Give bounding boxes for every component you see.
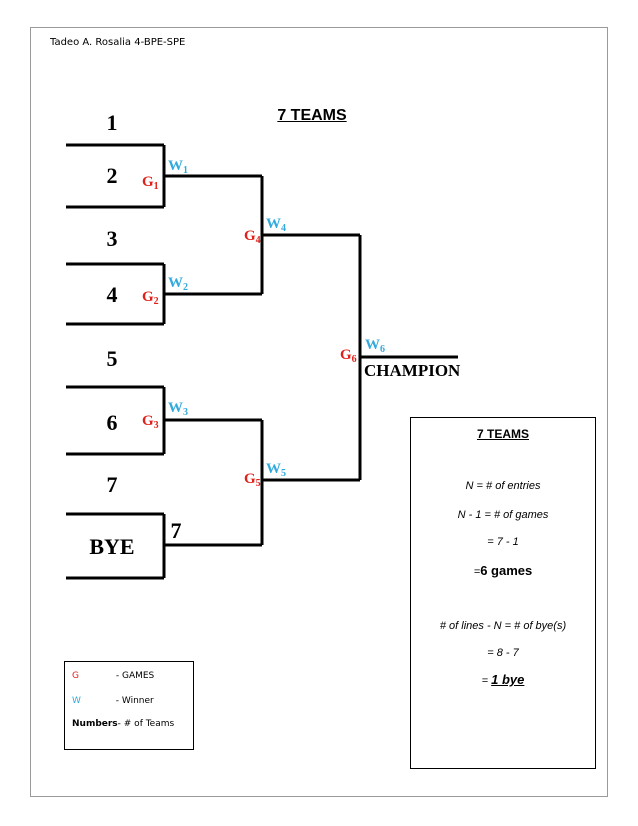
- game-label-g4: G4: [244, 228, 261, 246]
- formula-games-calc: = 7 - 1: [487, 536, 519, 548]
- winner-label-w3: W3: [168, 400, 188, 418]
- page-title: 7 TEAMS: [277, 107, 347, 124]
- seed-bye: BYE: [89, 534, 134, 559]
- seed-4: 4: [107, 282, 118, 307]
- winner-label-w4: W4: [266, 216, 286, 234]
- legend-key-g: G: [72, 671, 79, 681]
- legend-row-games: G - GAMES: [72, 671, 154, 681]
- seed-6: 6: [107, 410, 118, 435]
- formula-byes: # of lines - N = # of bye(s): [439, 620, 567, 632]
- legend-desc-numbers: - # of Teams: [117, 719, 175, 729]
- formula-games: N - 1 = # of games: [457, 509, 549, 521]
- game-label-g3: G3: [142, 413, 159, 431]
- game-label-g6: G6: [340, 347, 357, 365]
- bye-advance-seed: 7: [171, 518, 182, 543]
- seed-7: 7: [107, 472, 118, 497]
- author-header: Tadeo A. Rosalia 4-BPE-SPE: [50, 37, 186, 48]
- legend-row-numbers: Numbers- # of Teams: [72, 719, 174, 729]
- legend-row-winner: W - Winner: [72, 696, 154, 706]
- seed-3: 3: [107, 226, 118, 251]
- seed-1: 1: [107, 110, 118, 135]
- formula-box-title: 7 TEAMS: [476, 427, 529, 441]
- game-label-g2: G2: [142, 289, 159, 307]
- legend-desc-winner: - Winner: [115, 696, 154, 706]
- winner-label-w1: W1: [168, 158, 188, 176]
- legend-key-w: W: [72, 696, 81, 706]
- formula-box: 7 TEAMS N = # of entries N - 1 = # of ga…: [410, 417, 596, 769]
- champion-label: CHAMPION: [364, 361, 461, 380]
- formula-byes-result: = 1 bye: [481, 672, 525, 687]
- game-label-g1: G1: [142, 174, 159, 192]
- legend-key-numbers: Numbers: [72, 719, 118, 729]
- legend-desc-games: - GAMES: [115, 671, 155, 681]
- winner-label-w2: W2: [168, 275, 188, 293]
- formula-byes-calc: = 8 - 7: [487, 647, 519, 659]
- bracket-lines: [66, 143, 458, 580]
- legend-box: G - GAMES W - Winner Numbers- # of Teams: [64, 661, 194, 750]
- game-label-g5: G5: [244, 471, 261, 489]
- winner-label-w6: W6: [365, 337, 385, 355]
- formula-entries: N = # of entries: [465, 480, 541, 492]
- seed-5: 5: [107, 346, 118, 371]
- winner-label-w5: W5: [266, 461, 286, 479]
- seed-2: 2: [107, 163, 118, 188]
- page-border: [30, 27, 608, 797]
- formula-games-result: =6 games: [473, 563, 533, 578]
